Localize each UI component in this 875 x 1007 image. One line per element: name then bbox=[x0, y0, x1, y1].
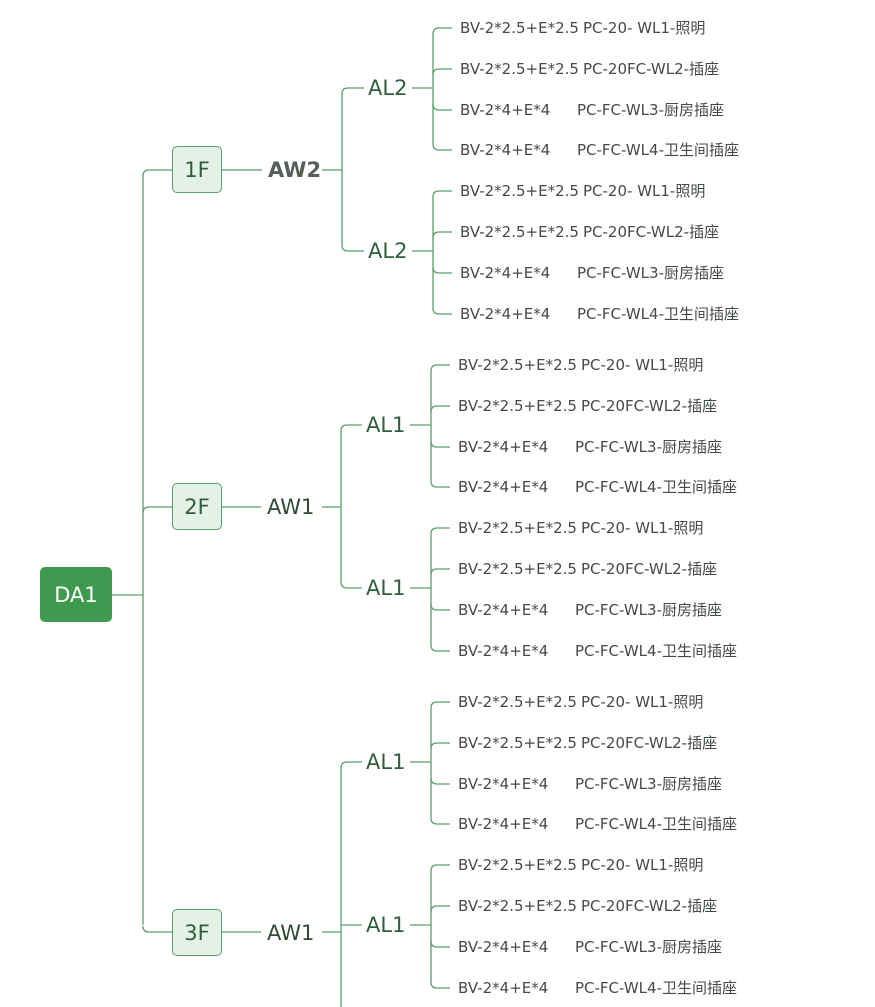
circuit-label[interactable]: PC-FC-WL4-卫生间插座 bbox=[575, 478, 737, 496]
floor-connector bbox=[142, 169, 172, 177]
circuit-cable[interactable]: BV-2*2.5+E*2.5 bbox=[458, 897, 577, 915]
circuit-label[interactable]: PC-20FC-WL2-插座 bbox=[583, 60, 720, 78]
circuit-connector bbox=[430, 440, 450, 448]
circuit-label[interactable]: PC-20- WL1-照明 bbox=[581, 693, 704, 711]
circuit-connector bbox=[430, 701, 450, 709]
circuit-cable[interactable]: BV-2*4+E*4 bbox=[458, 979, 549, 997]
circuit-cable[interactable]: BV-2*2.5+E*2.5 bbox=[458, 734, 577, 752]
circuit-label[interactable]: PC-FC-WL3-厨房插座 bbox=[575, 938, 722, 956]
root-node-da1[interactable]: DA1 bbox=[40, 567, 112, 622]
circuit-label[interactable]: PC-20- WL1-照明 bbox=[583, 19, 706, 37]
circuit-connector bbox=[432, 266, 452, 274]
panel-connector bbox=[340, 581, 362, 589]
circuit-label[interactable]: PC-20- WL1-照明 bbox=[581, 519, 704, 537]
circuit-connector bbox=[430, 644, 450, 652]
floor-label: 3F bbox=[184, 920, 210, 945]
panel-label-al1[interactable]: AL1 bbox=[366, 913, 406, 937]
circuit-cable[interactable]: BV-2*2.5+E*2.5 bbox=[458, 397, 577, 415]
circuit-connector bbox=[432, 27, 452, 35]
floor-label: 1F bbox=[184, 157, 210, 182]
circuit-label[interactable]: PC-FC-WL4-卫生间插座 bbox=[577, 141, 739, 159]
circuit-cable[interactable]: BV-2*2.5+E*2.5 bbox=[460, 223, 579, 241]
board-label-aw2[interactable]: AW2 bbox=[268, 158, 322, 182]
circuit-cable[interactable]: BV-2*4+E*4 bbox=[458, 938, 549, 956]
circuit-cable[interactable]: BV-2*2.5+E*2.5 bbox=[458, 356, 577, 374]
circuit-connector bbox=[432, 143, 452, 151]
circuit-cable[interactable]: BV-2*4+E*4 bbox=[458, 478, 549, 496]
panel-label-al2[interactable]: AL2 bbox=[368, 76, 408, 100]
circuit-label[interactable]: PC-FC-WL4-卫生间插座 bbox=[575, 815, 737, 833]
circuit-label[interactable]: PC-20FC-WL2-插座 bbox=[581, 734, 718, 752]
circuit-cable[interactable]: BV-2*2.5+E*2.5 bbox=[460, 182, 579, 200]
circuit-label[interactable]: PC-20FC-WL2-插座 bbox=[583, 223, 720, 241]
circuit-label[interactable]: PC-20FC-WL2-插座 bbox=[581, 560, 718, 578]
root-label: DA1 bbox=[54, 582, 98, 607]
circuit-label[interactable]: PC-20FC-WL2-插座 bbox=[581, 397, 718, 415]
circuit-cable[interactable]: BV-2*4+E*4 bbox=[460, 141, 551, 159]
circuit-connector bbox=[430, 864, 450, 872]
circuit-label[interactable]: PC-FC-WL3-厨房插座 bbox=[575, 775, 722, 793]
panel-connector bbox=[341, 87, 364, 95]
panel-connector bbox=[341, 244, 364, 252]
circuit-label[interactable]: PC-20FC-WL2-插座 bbox=[581, 897, 718, 915]
circuit-cable[interactable]: BV-2*4+E*4 bbox=[460, 305, 551, 323]
panel-label-al1[interactable]: AL1 bbox=[366, 413, 406, 437]
circuit-connector bbox=[430, 527, 450, 535]
board-label-aw1[interactable]: AW1 bbox=[267, 495, 315, 519]
circuit-cable[interactable]: BV-2*4+E*4 bbox=[460, 264, 551, 282]
circuit-cable[interactable]: BV-2*4+E*4 bbox=[458, 601, 549, 619]
circuit-connector bbox=[430, 405, 450, 413]
circuit-connector bbox=[432, 307, 452, 315]
circuit-connector bbox=[432, 103, 452, 111]
circuit-connector bbox=[430, 742, 450, 750]
circuit-connector bbox=[430, 777, 450, 785]
circuit-connector bbox=[430, 817, 450, 825]
circuit-cable[interactable]: BV-2*2.5+E*2.5 bbox=[460, 60, 579, 78]
circuit-cable[interactable]: BV-2*4+E*4 bbox=[458, 775, 549, 793]
circuit-connector bbox=[430, 364, 450, 372]
circuit-cable[interactable]: BV-2*4+E*4 bbox=[460, 101, 551, 119]
panel-connector bbox=[340, 761, 362, 769]
circuit-label[interactable]: PC-FC-WL3-厨房插座 bbox=[575, 438, 722, 456]
circuit-connector bbox=[432, 68, 452, 76]
floor-label: 2F bbox=[184, 494, 210, 519]
circuit-label[interactable]: PC-FC-WL3-厨房插座 bbox=[575, 601, 722, 619]
floor-connector bbox=[142, 925, 172, 933]
floor-connector bbox=[142, 506, 172, 514]
panel-label-al1[interactable]: AL1 bbox=[366, 750, 406, 774]
circuit-connector bbox=[430, 568, 450, 576]
circuit-cable[interactable]: BV-2*2.5+E*2.5 bbox=[458, 560, 577, 578]
circuit-connector bbox=[430, 905, 450, 913]
circuit-connector bbox=[430, 603, 450, 611]
floor-node-3f[interactable]: 3F bbox=[172, 909, 222, 956]
circuit-connector bbox=[430, 981, 450, 989]
circuit-label[interactable]: PC-FC-WL3-厨房插座 bbox=[577, 101, 724, 119]
panel-label-al1[interactable]: AL1 bbox=[366, 576, 406, 600]
circuit-connector bbox=[430, 940, 450, 948]
circuit-cable[interactable]: BV-2*2.5+E*2.5 bbox=[458, 519, 577, 537]
circuit-label[interactable]: PC-20- WL1-照明 bbox=[581, 856, 704, 874]
circuit-cable[interactable]: BV-2*4+E*4 bbox=[458, 438, 549, 456]
panel-connector bbox=[340, 424, 362, 432]
circuit-cable[interactable]: BV-2*4+E*4 bbox=[458, 642, 549, 660]
circuit-cable[interactable]: BV-2*2.5+E*2.5 bbox=[458, 693, 577, 711]
circuit-cable[interactable]: BV-2*2.5+E*2.5 bbox=[460, 19, 579, 37]
circuit-label[interactable]: PC-FC-WL4-卫生间插座 bbox=[575, 979, 737, 997]
circuit-connector bbox=[432, 190, 452, 198]
circuit-cable[interactable]: BV-2*2.5+E*2.5 bbox=[458, 856, 577, 874]
circuit-label[interactable]: PC-FC-WL4-卫生间插座 bbox=[577, 305, 739, 323]
circuit-label[interactable]: PC-20- WL1-照明 bbox=[581, 356, 704, 374]
circuit-connector bbox=[432, 231, 452, 239]
floor-node-1f[interactable]: 1F bbox=[172, 146, 222, 193]
circuit-label[interactable]: PC-FC-WL3-厨房插座 bbox=[577, 264, 724, 282]
floor-node-2f[interactable]: 2F bbox=[172, 483, 222, 530]
circuit-label[interactable]: PC-FC-WL4-卫生间插座 bbox=[575, 642, 737, 660]
board-label-aw1[interactable]: AW1 bbox=[267, 921, 315, 945]
circuit-connector bbox=[430, 480, 450, 488]
panel-label-al2[interactable]: AL2 bbox=[368, 239, 408, 263]
circuit-label[interactable]: PC-20- WL1-照明 bbox=[583, 182, 706, 200]
circuit-cable[interactable]: BV-2*4+E*4 bbox=[458, 815, 549, 833]
